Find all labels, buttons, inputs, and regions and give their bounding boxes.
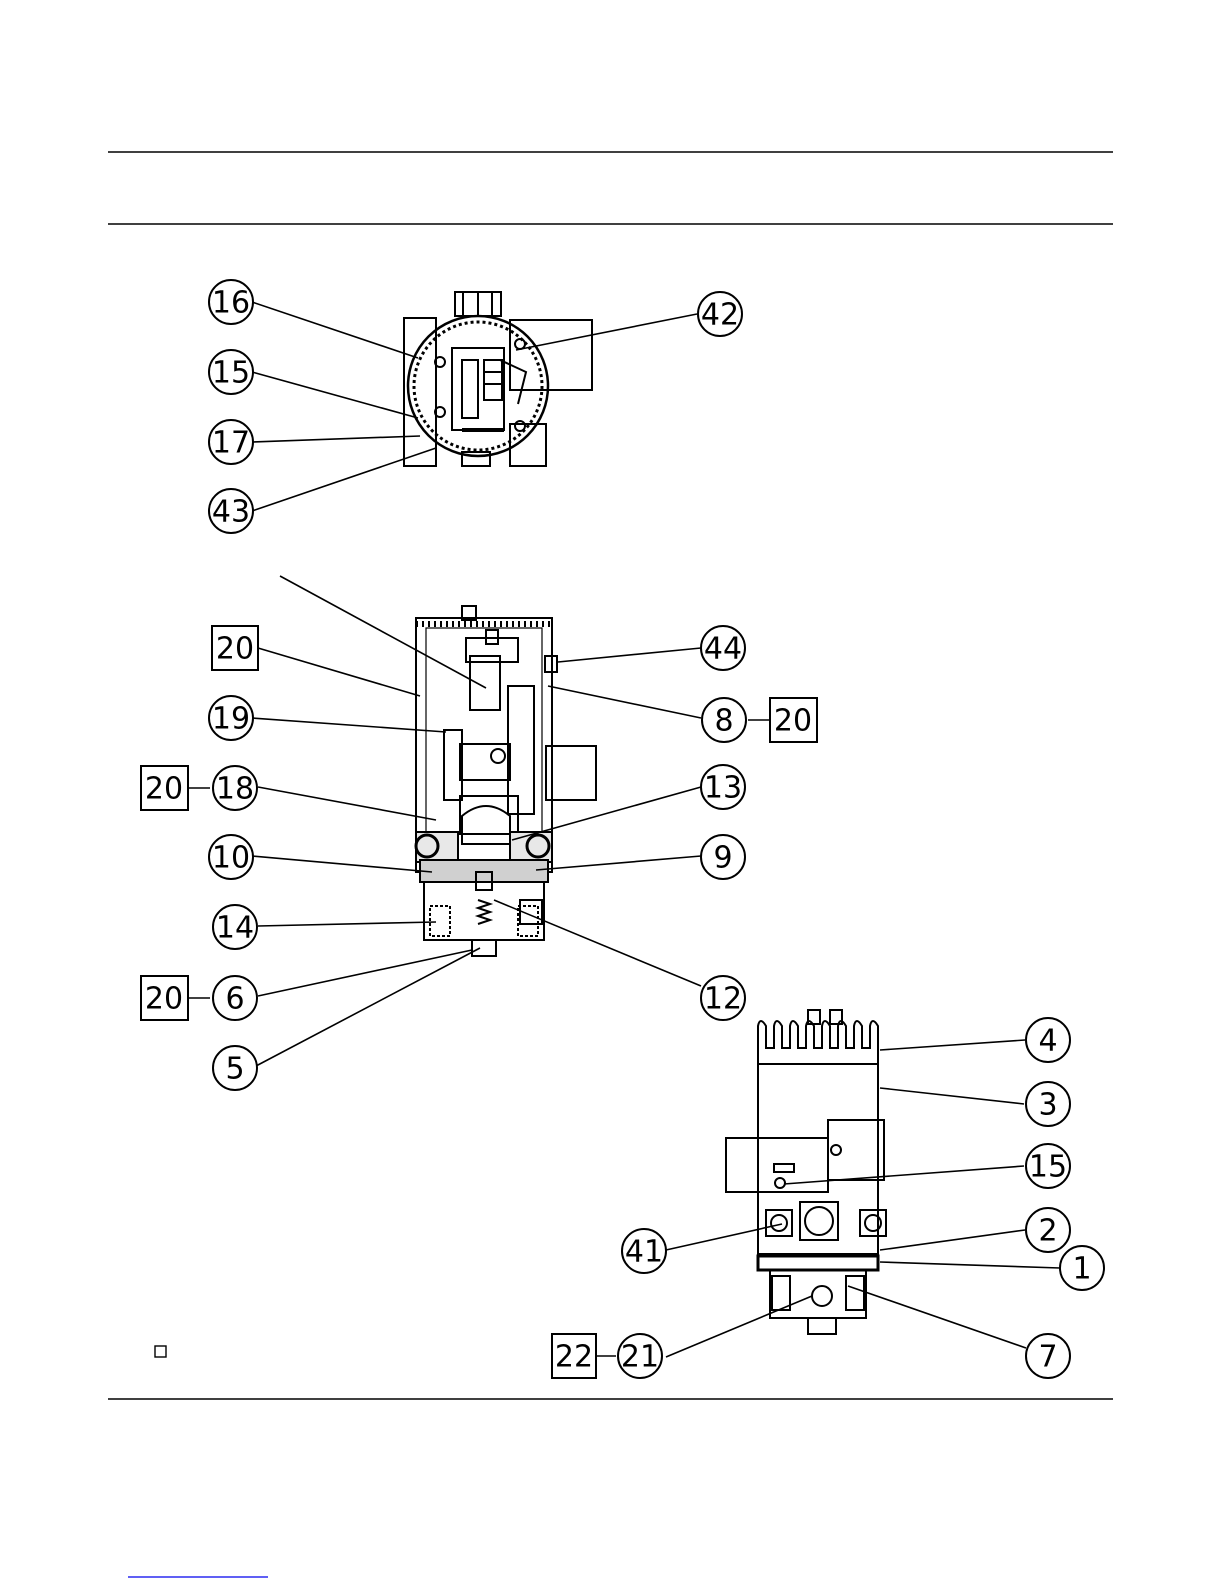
callout-1-label: 1 xyxy=(1072,1252,1091,1287)
callout-17-label: 17 xyxy=(212,426,250,461)
legend-square xyxy=(155,1346,166,1357)
callout-42-label: 42 xyxy=(701,298,739,333)
leader-lines xyxy=(188,302,1060,1357)
box-20-c-label: 20 xyxy=(145,982,183,1017)
callout-18-label: 18 xyxy=(216,772,254,807)
callout-9-label: 9 xyxy=(713,841,732,876)
callout-3-label: 3 xyxy=(1038,1088,1057,1123)
callout-8-label: 8 xyxy=(714,704,733,739)
side-view-drawing xyxy=(726,1010,886,1334)
callout-44-label: 44 xyxy=(704,632,742,667)
callout-7-label: 7 xyxy=(1038,1340,1057,1375)
callout-15-side-label: 15 xyxy=(1029,1150,1067,1185)
box-20-a-label: 20 xyxy=(216,632,254,667)
callout-15-top-label: 15 xyxy=(212,356,250,391)
callout-12-label: 12 xyxy=(704,982,742,1017)
callout-13-label: 13 xyxy=(704,771,742,806)
callout-41-label: 41 xyxy=(625,1235,663,1270)
callout-2-label: 2 xyxy=(1038,1214,1057,1249)
callout-14-label: 14 xyxy=(216,911,254,946)
box-22-label: 22 xyxy=(555,1340,593,1375)
section-view-drawing xyxy=(416,606,596,956)
callout-21-label: 21 xyxy=(621,1340,659,1375)
callout-43-label: 43 xyxy=(212,495,250,530)
box-20-d-label: 20 xyxy=(774,704,812,739)
callout-5-label: 5 xyxy=(225,1052,244,1087)
box-20-b-label: 20 xyxy=(145,772,183,807)
callout-6-label: 6 xyxy=(225,982,244,1017)
callout-16-label: 16 xyxy=(212,286,250,321)
callout-19-label: 19 xyxy=(212,702,250,737)
top-view-drawing xyxy=(404,292,592,466)
callout-4-label: 4 xyxy=(1038,1024,1057,1059)
callout-10-label: 10 xyxy=(212,841,250,876)
